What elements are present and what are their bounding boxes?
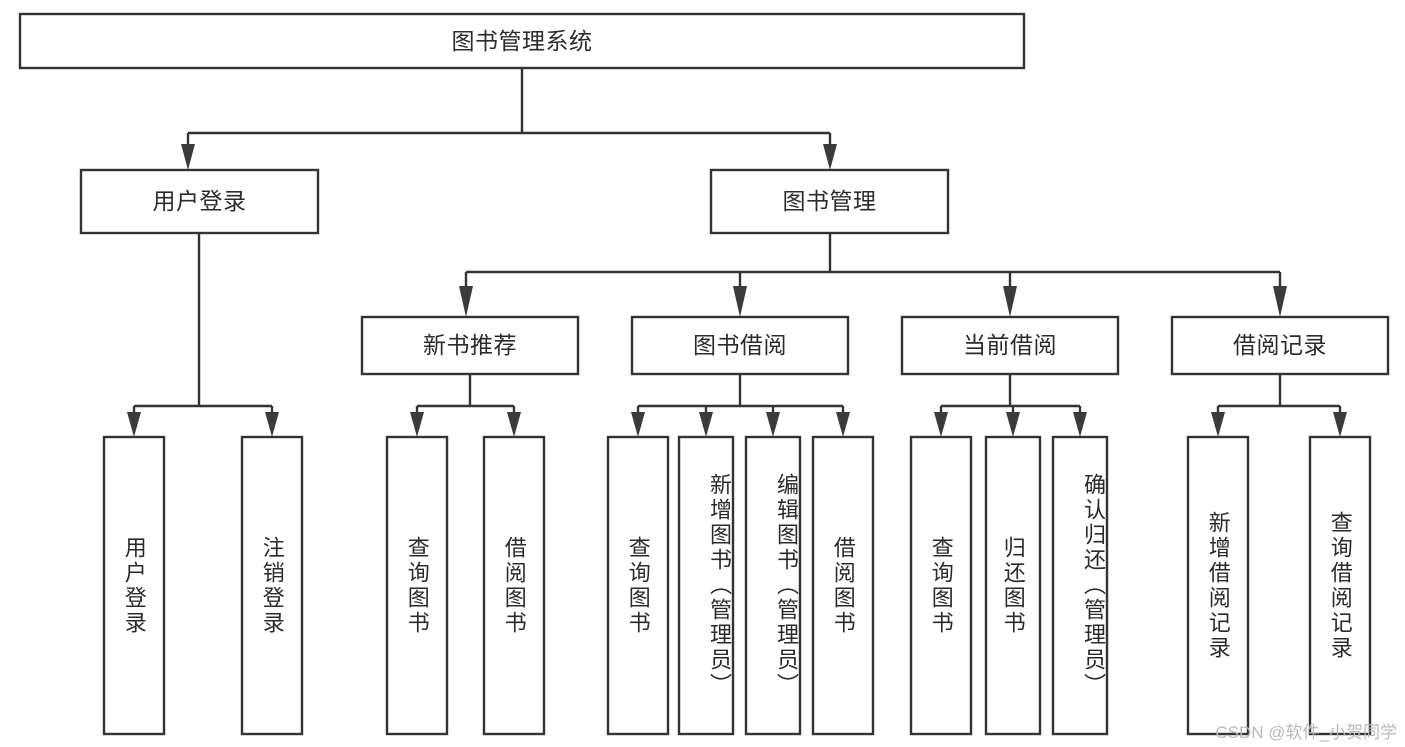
node-level3-1[interactable] [630,315,850,376]
connector-login-to-leaves [127,233,279,437]
node-level3-2[interactable] [900,315,1120,376]
connector-books-to-level3 [459,233,1287,317]
node-leaf-11[interactable] [1186,435,1250,736]
connector-root-to-level2 [181,68,837,170]
node-leaf-4[interactable] [606,435,670,736]
node-level2-0[interactable] [79,168,320,235]
node-leaf-12[interactable] [1308,435,1372,736]
node-leaf-5[interactable] [677,435,735,736]
node-root[interactable] [18,12,1026,70]
node-level2-1[interactable] [709,168,950,235]
node-leaf-8[interactable] [909,435,973,736]
node-leaf-7[interactable] [811,435,875,736]
node-leaf-6[interactable] [744,435,802,736]
node-leaf-10[interactable] [1051,435,1109,736]
connector-newbooks-to-leaves [410,374,521,437]
connector-current-to-leaves [934,374,1087,437]
node-level3-0[interactable] [360,315,580,376]
node-leaf-1[interactable] [240,435,304,736]
node-leaf-2[interactable] [385,435,449,736]
connector-records-to-leaves [1211,374,1347,437]
node-leaf-9[interactable] [984,435,1042,736]
node-leaf-3[interactable] [482,435,546,736]
connector-borrow-to-leaves [631,374,850,437]
node-level3-3[interactable] [1170,315,1390,376]
node-leaf-0[interactable] [102,435,166,736]
